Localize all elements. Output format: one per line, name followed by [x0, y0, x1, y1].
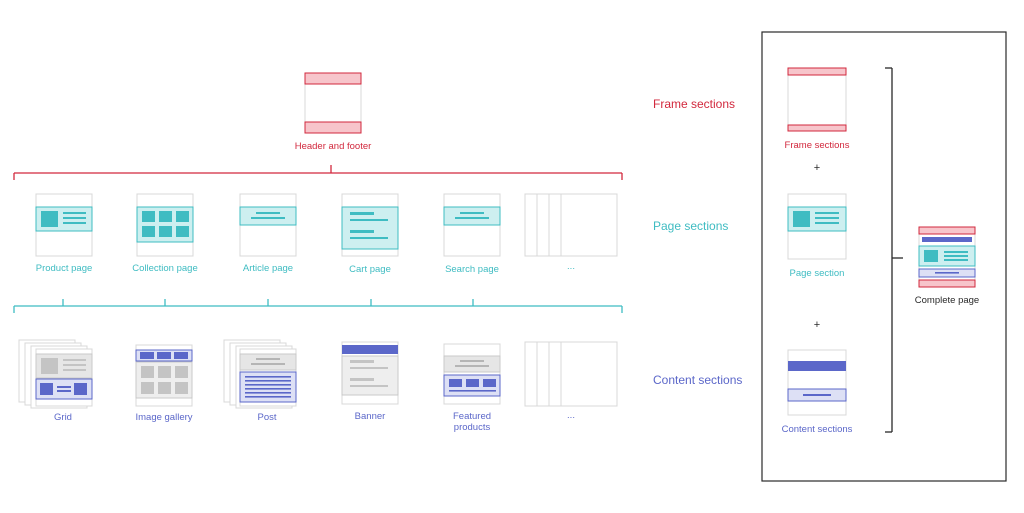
page-label-more: ...	[567, 261, 575, 272]
content-label-gallery: Image gallery	[135, 412, 193, 423]
content-label-featured: Featured products	[452, 411, 492, 433]
content-label-banner: Banner	[354, 411, 386, 422]
header-footer-frame	[304, 72, 362, 134]
more-pages-stack	[524, 193, 618, 257]
row-label-page: Page sections	[653, 219, 729, 233]
red-bracket	[13, 165, 623, 180]
more-content-stack	[524, 341, 618, 407]
plus-sign-2: +	[813, 319, 821, 331]
page-label-search: Search page	[445, 264, 499, 275]
post-thumb	[223, 339, 297, 409]
summary-frame-label: Frame sections	[784, 140, 850, 151]
teal-bracket	[13, 299, 623, 313]
header-footer-label: Header and footer	[294, 141, 372, 152]
complete-page-label: Complete page	[914, 295, 980, 306]
page-label-collection: Collection page	[132, 263, 198, 274]
summary-panel	[761, 31, 1007, 482]
article-page-thumb	[239, 193, 297, 257]
page-label-product: Product page	[35, 263, 93, 274]
summary-page-thumb	[787, 193, 847, 260]
product-page-thumb	[35, 193, 93, 257]
summary-frame-thumb	[787, 67, 847, 132]
complete-page-thumb	[918, 226, 976, 288]
page-label-cart: Cart page	[349, 264, 391, 275]
collection-page-thumb	[136, 193, 194, 257]
image-gallery-thumb	[135, 344, 193, 407]
search-page-thumb	[443, 193, 501, 257]
content-label-grid: Grid	[54, 412, 72, 423]
featured-products-thumb	[443, 343, 501, 405]
summary-content-thumb	[787, 349, 847, 416]
content-label-more: ...	[567, 410, 575, 421]
row-label-frame: Frame sections	[653, 97, 736, 111]
grid-thumb	[18, 339, 93, 409]
summary-bracket	[885, 67, 903, 433]
row-label-content: Content sections	[653, 373, 743, 387]
banner-thumb	[341, 341, 399, 405]
page-label-article: Article page	[242, 263, 294, 274]
summary-page-label: Page section	[789, 268, 845, 279]
content-label-post: Post	[257, 412, 277, 423]
cart-page-thumb	[341, 193, 399, 257]
summary-content-label: Content sections	[781, 424, 853, 435]
plus-sign-1: +	[813, 162, 821, 174]
